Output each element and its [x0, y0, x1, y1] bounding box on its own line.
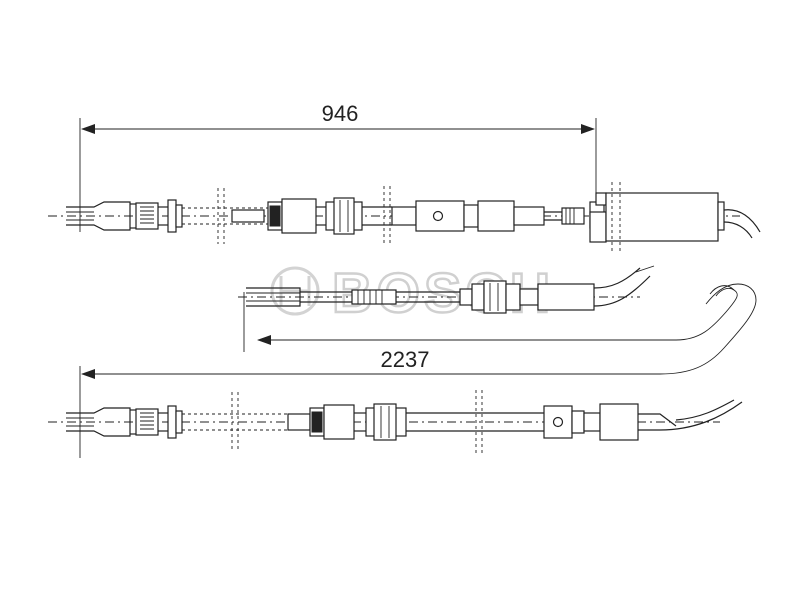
dimension-label-upper: 946	[322, 101, 359, 126]
lower-left-end-fitting	[66, 405, 183, 439]
upper-cable: 946	[48, 101, 761, 252]
upper-left-end-fitting	[66, 199, 183, 233]
upper-sleeve-parts	[267, 186, 585, 246]
dimension-946: 946	[79, 101, 597, 232]
dimension-label-lower: 2237	[381, 347, 430, 372]
upper-cable-break	[182, 188, 270, 244]
lower-sleeve-parts	[309, 390, 743, 454]
lower-cable-break	[182, 392, 316, 452]
upper-right-housing	[589, 182, 761, 252]
lower-cable: 2237	[48, 283, 757, 458]
bosch-armature-logo-icon	[270, 266, 320, 316]
dimension-2237: 2237	[79, 283, 757, 458]
middle-cable	[238, 265, 655, 314]
